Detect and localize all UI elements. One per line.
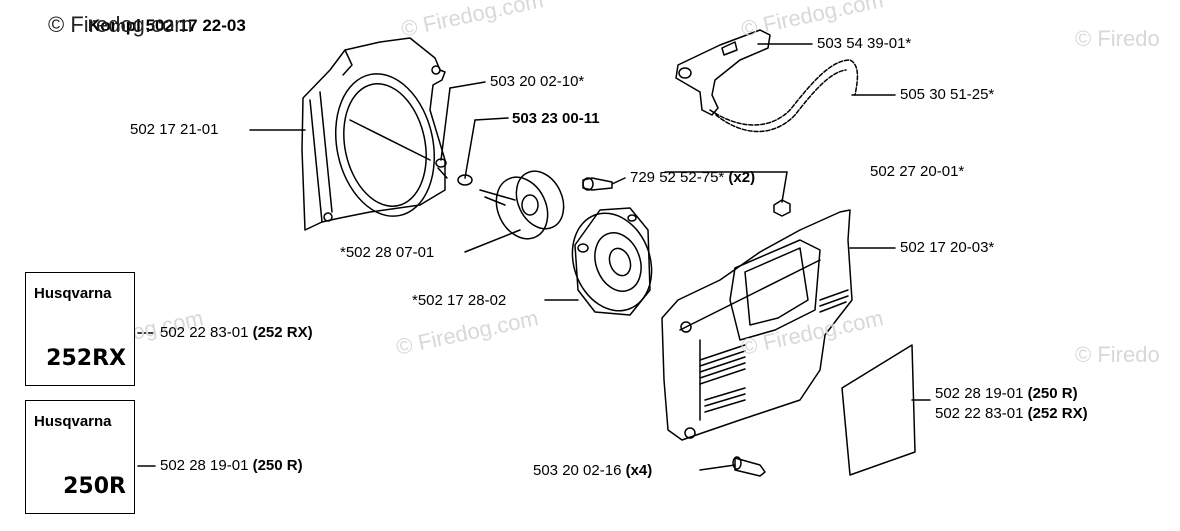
part-qty: (x4) bbox=[625, 462, 653, 479]
decal-model: 250R bbox=[63, 474, 126, 499]
part-label: 505 30 51-25* bbox=[900, 86, 995, 103]
part-model: (252 RX) bbox=[1027, 405, 1088, 422]
title-text: Kompl 502 17 22-03 bbox=[88, 16, 246, 35]
title-watermark: © Firedog.com bbox=[48, 12, 193, 37]
part-model: (250 R) bbox=[1027, 385, 1078, 402]
pulley-part bbox=[479, 170, 565, 240]
part-label: 503 20 02-10* bbox=[490, 73, 585, 90]
part-label: 729 52 52-75* (x2) bbox=[630, 169, 755, 187]
diagram-title: Kompl 502 17 22-03 © Firedog.com bbox=[48, 12, 246, 37]
part-label: 503 20 02-16 (x4) bbox=[533, 462, 652, 480]
decal-model: 252RX bbox=[46, 346, 126, 371]
handle-cord-part bbox=[675, 29, 859, 133]
part-model: (252 RX) bbox=[252, 324, 313, 341]
decal-sheet-part bbox=[841, 344, 916, 476]
part-label: *502 17 28-02 bbox=[412, 292, 507, 309]
part-label: 503 54 39-01* bbox=[817, 35, 912, 52]
decal-250r: Husqvarna 250R bbox=[25, 400, 135, 514]
part-number: 729 52 52-75* bbox=[630, 169, 725, 186]
part-number: 503 20 02-16 bbox=[533, 462, 622, 479]
part-number: 502 22 83-01 bbox=[160, 324, 249, 341]
bolt-part bbox=[732, 456, 766, 477]
part-label: 502 22 83-01 (252 RX) bbox=[935, 405, 1088, 423]
starter-housing-part bbox=[571, 207, 653, 316]
part-number: 502 22 83-01 bbox=[935, 405, 1024, 422]
part-number: 502 28 19-01 bbox=[935, 385, 1024, 402]
watermark: © Firedo bbox=[1075, 342, 1160, 367]
part-label: 502 17 21-01 bbox=[130, 121, 219, 138]
leader-lines bbox=[137, 43, 931, 471]
part-label: 502 17 20-03* bbox=[900, 239, 995, 256]
part-qty: (x2) bbox=[728, 169, 756, 186]
decal-252rx: Husqvarna 252RX bbox=[25, 272, 135, 386]
part-label: 502 27 20-01* bbox=[870, 163, 965, 180]
part-label: 503 23 00-11 bbox=[512, 110, 600, 127]
watermark: © Firedo bbox=[1075, 26, 1160, 51]
part-label: *502 28 07-01 bbox=[340, 244, 435, 261]
decal-brand: Husqvarna bbox=[34, 285, 112, 302]
part-label: 502 28 19-01 (250 R) bbox=[935, 385, 1078, 403]
part-model: (250 R) bbox=[252, 457, 303, 474]
part-label: 502 28 19-01 (250 R) bbox=[160, 457, 303, 475]
starter-cover-part bbox=[661, 209, 853, 441]
screw-part bbox=[582, 177, 613, 191]
part-number: 502 28 19-01 bbox=[160, 457, 249, 474]
fan-housing-part bbox=[301, 37, 446, 231]
part-label: 502 22 83-01 (252 RX) bbox=[160, 324, 313, 342]
decal-brand: Husqvarna bbox=[34, 413, 112, 430]
